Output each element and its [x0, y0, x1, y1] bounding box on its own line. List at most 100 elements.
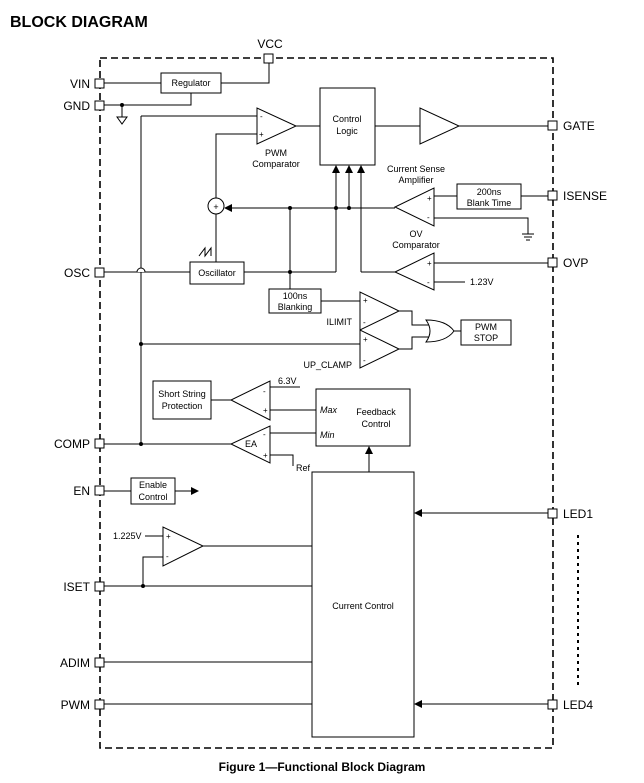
- pin-gate: GATE: [547, 119, 595, 133]
- blank-time-block: [456, 183, 522, 210]
- regulator-label: Regulator: [171, 78, 210, 88]
- error-amplifier: [229, 425, 271, 464]
- svg-text:-: -: [263, 387, 266, 396]
- control-logic-block: [319, 87, 376, 166]
- svg-text:Blanking: Blanking: [278, 302, 313, 312]
- ovp-ref-label: 1.23V: [470, 277, 494, 287]
- svg-text:-: -: [427, 278, 430, 287]
- pin-led4-label: LED4: [563, 698, 593, 712]
- blanking-block: [268, 288, 322, 314]
- pin-en-label: EN: [73, 484, 90, 498]
- current-sense-amp-label: Current Sense: [387, 164, 445, 174]
- svg-text:+: +: [166, 532, 171, 541]
- svg-text:+: +: [363, 296, 368, 305]
- pin-vcc-label: VCC: [257, 37, 283, 51]
- svg-text:Comparator: Comparator: [252, 159, 300, 169]
- wire-gnd-regulator: [104, 93, 192, 106]
- or-gate: [425, 319, 455, 343]
- short-string-comparator: [229, 380, 271, 421]
- pin-led1-label: LED1: [563, 507, 593, 521]
- ilimit-label: ILIMIT: [326, 317, 352, 327]
- pin-comp: COMP: [54, 437, 105, 451]
- svg-text:-: -: [260, 112, 263, 121]
- pin-pwm-label: PWM: [61, 698, 90, 712]
- chip-outline: [99, 57, 554, 749]
- svg-text:-: -: [166, 552, 169, 561]
- short-string-ref-label: 6.3V: [278, 376, 297, 386]
- svg-text:+: +: [263, 451, 268, 460]
- svg-text:+: +: [259, 130, 264, 139]
- svg-text:Control: Control: [361, 419, 390, 429]
- gate-driver: [419, 107, 461, 145]
- pin-osc-label: OSC: [64, 266, 90, 280]
- oscillator-block: [189, 261, 245, 285]
- ilimit-comparator: [359, 291, 401, 331]
- pin-osc: OSC: [64, 266, 105, 280]
- feedback-control-label: Feedback: [356, 407, 396, 417]
- svg-text:+: +: [363, 335, 368, 344]
- control-logic-label: Control: [332, 114, 361, 124]
- ref-label: Ref: [296, 463, 311, 473]
- ov-comparator-label: OV: [409, 229, 422, 239]
- iset-amplifier: [162, 526, 205, 567]
- pin-pwm: PWM: [61, 698, 105, 712]
- pin-iset-label: ISET: [63, 580, 90, 594]
- pwm-stop-label: PWM: [475, 322, 497, 332]
- pin-vin-label: VIN: [70, 77, 90, 91]
- enable-control-label: Enable: [139, 480, 167, 490]
- pin-adim: ADIM: [60, 656, 105, 670]
- svg-text:STOP: STOP: [474, 333, 498, 343]
- short-string-block: [152, 380, 212, 420]
- svg-text:-: -: [363, 356, 366, 365]
- pin-iset: ISET: [63, 580, 105, 594]
- figure-caption: Figure 1—Functional Block Diagram: [219, 760, 426, 774]
- svg-text:Logic: Logic: [336, 126, 358, 136]
- max-label: Max: [320, 405, 338, 415]
- svg-text:+: +: [263, 406, 268, 415]
- up-clamp-comparator: [359, 329, 401, 369]
- svg-text:+: +: [427, 194, 432, 203]
- sawtooth-symbol: [198, 246, 212, 258]
- pin-comp-label: COMP: [54, 437, 90, 451]
- pin-ovp-label: OVP: [563, 256, 588, 270]
- pwm-comparator: [256, 107, 298, 145]
- diagram-title: BLOCK DIAGRAM: [10, 14, 148, 31]
- ea-label: EA: [245, 439, 257, 449]
- oscillator-label: Oscillator: [198, 268, 236, 278]
- pin-isense: ISENSE: [547, 189, 607, 203]
- pin-led4: LED4: [547, 698, 593, 712]
- pin-isense-label: ISENSE: [563, 189, 607, 203]
- svg-text:-: -: [427, 213, 430, 222]
- svg-text:Amplifier: Amplifier: [398, 175, 433, 185]
- current-control-label: Current Control: [332, 601, 394, 611]
- svg-text:-: -: [363, 318, 366, 327]
- pin-led1: LED1: [547, 507, 593, 521]
- svg-text:-: -: [263, 430, 266, 439]
- ov-comparator: [393, 252, 435, 291]
- pin-ovp: OVP: [547, 256, 588, 270]
- pwm-stop-block: [460, 319, 512, 346]
- pin-gate-label: GATE: [563, 119, 595, 133]
- blanking-label: 100ns: [283, 291, 308, 301]
- svg-text:Comparator: Comparator: [392, 240, 440, 250]
- svg-text:+: +: [427, 259, 432, 268]
- pwm-comparator-label: PWM: [265, 148, 287, 158]
- wire-regulator-vcc: [221, 63, 270, 84]
- min-label: Min: [320, 430, 335, 440]
- blank-time-label: 200ns: [477, 187, 502, 197]
- svg-text:Control: Control: [138, 492, 167, 502]
- pin-vin: VIN: [70, 77, 105, 91]
- pin-gnd: GND: [63, 99, 105, 113]
- pin-adim-label: ADIM: [60, 656, 90, 670]
- short-string-label: Short String: [158, 389, 206, 399]
- svg-text:+: +: [213, 202, 218, 212]
- pin-gnd-label: GND: [63, 99, 90, 113]
- feedback-control-block: [315, 388, 411, 447]
- svg-text:Protection: Protection: [162, 401, 203, 411]
- current-control-block: [311, 471, 415, 738]
- current-sense-amplifier: [393, 187, 435, 227]
- up-clamp-label: UP_CLAMP: [303, 360, 352, 370]
- iset-ref-label: 1.225V: [113, 531, 142, 541]
- pin-vcc: VCC: [257, 37, 283, 64]
